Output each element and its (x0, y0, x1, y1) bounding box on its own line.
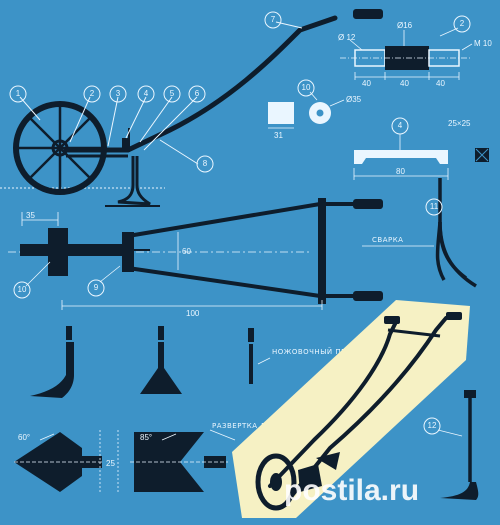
dim-40-b: 40 (400, 79, 409, 88)
callout-2-axle: 2 (460, 19, 465, 28)
callout-11: 11 (430, 202, 439, 211)
dim-80: 80 (396, 167, 405, 176)
dim-60: 60 (182, 247, 191, 256)
angle-60: 60° (18, 433, 30, 442)
callout-4: 4 (144, 89, 149, 98)
callout-7: 7 (271, 15, 276, 24)
assembled-cultivator-photo (232, 300, 470, 518)
weld-note: СВАРКА (372, 236, 403, 244)
wheel-spokes (18, 106, 102, 190)
callouts-side: 1 2 3 4 5 6 8 7 (9, 11, 282, 173)
callout-8: 8 (203, 159, 208, 168)
callout-10-washer: 10 (302, 83, 311, 92)
grip-side (353, 9, 383, 19)
axle-top (20, 244, 130, 256)
unfolded-blades: 60° 85° 25 РАЗВЕРТКА ЛАПЫ (14, 422, 284, 494)
saw-cut-note: НОЖОВОЧНЫЙ ПРОРЕЗ (272, 347, 366, 356)
dim-40-c: 40 (436, 79, 445, 88)
callout-4-bracket: 4 (398, 121, 403, 130)
callout-3: 3 (116, 89, 121, 98)
unfold-note: РАЗВЕРТКА ЛАПЫ (212, 422, 284, 430)
dim-25-blade: 25 (106, 459, 115, 468)
dim-40-a: 40 (362, 79, 371, 88)
dim-d16: Ø16 (397, 21, 413, 30)
callout-2: 2 (90, 89, 95, 98)
crossbar-top (318, 198, 326, 304)
callout-12: 12 (428, 421, 437, 430)
dim-35: 35 (26, 211, 35, 220)
shovel-side-view (30, 342, 74, 398)
tine-12-detail: 12 (423, 390, 479, 500)
dim-100: 100 (186, 309, 200, 318)
axle-detail: Ø 12 Ø16 M 10 40 40 40 2 (338, 15, 492, 88)
dim-d35: Ø35 (346, 95, 362, 104)
callout-5: 5 (170, 89, 175, 98)
bushing (268, 102, 294, 124)
bushing-washer-detail: 31 Ø35 10 (268, 79, 362, 140)
shovel-views: НОЖОВОЧНЫЙ ПРОРЕЗ (30, 326, 366, 398)
handle-side (63, 15, 338, 153)
dim-m10: M 10 (474, 39, 492, 48)
shovel-side (117, 156, 151, 206)
bracket-detail: 80 4 25×25 (353, 117, 489, 180)
top-view: 35 60 100 10 9 (8, 198, 383, 318)
dim-31: 31 (274, 131, 283, 140)
callout-1: 1 (16, 89, 21, 98)
bracket-part (354, 150, 448, 164)
angle-85: 85° (140, 433, 152, 442)
dim-d12: Ø 12 (338, 33, 356, 42)
tines-detail: СВАРКА 11 (362, 178, 477, 288)
shovel-front-view (140, 342, 182, 394)
side-view: 1 2 3 4 5 6 8 7 (0, 9, 383, 207)
callout-10: 10 (18, 285, 27, 294)
callout-9: 9 (94, 283, 99, 292)
watermark: postila.ru (284, 474, 419, 507)
callout-6: 6 (195, 89, 200, 98)
dim-25x25: 25×25 (448, 119, 471, 128)
wheel-photo (255, 453, 297, 511)
